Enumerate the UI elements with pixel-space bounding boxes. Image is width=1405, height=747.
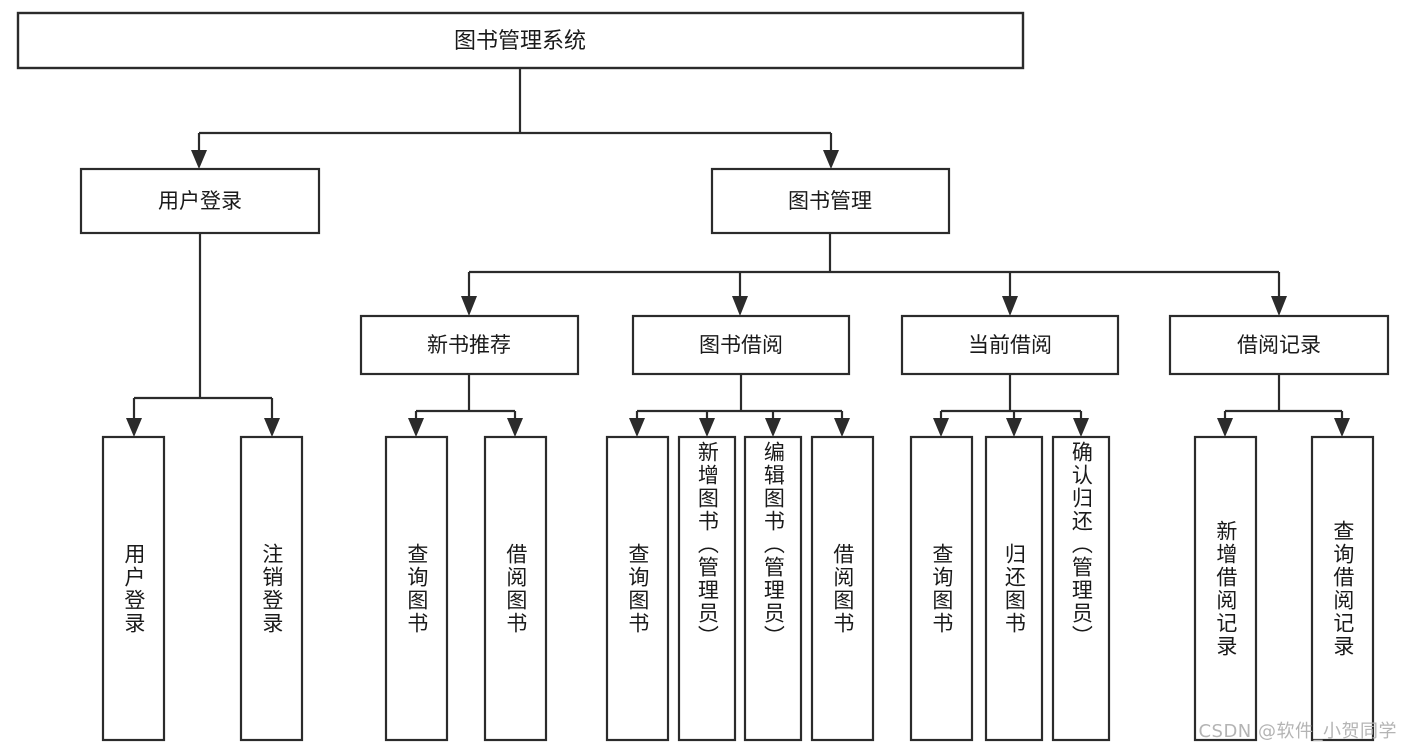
book-manage-box xyxy=(710,167,951,235)
node-new-book-rec[interactable]: 新书推荐 xyxy=(359,314,580,376)
leaf-box-query-book-1[interactable] xyxy=(384,435,449,742)
csdn-watermark: CSDN @软件_小贺同学 xyxy=(1198,721,1397,742)
user-login-label: 用户登录 xyxy=(158,189,242,213)
leaf-box-query-record[interactable] xyxy=(1310,435,1375,742)
leaf-boxes-group xyxy=(101,435,1375,742)
leaf-box-return-book[interactable] xyxy=(984,435,1044,742)
connector-book-manage-to-level3 xyxy=(461,233,1287,316)
leaf-box-user-login[interactable] xyxy=(101,435,166,742)
root-label: 图书管理系统 xyxy=(454,29,586,54)
book-borrow-label: 图书借阅 xyxy=(699,333,783,357)
user-login-box xyxy=(79,167,321,235)
new-book-rec-box xyxy=(359,314,580,376)
borrow-record-label: 借阅记录 xyxy=(1237,333,1321,357)
leaf-box-borrow-book-1[interactable] xyxy=(483,435,548,742)
connector-book-borrow-to-leaves xyxy=(629,374,850,437)
book-manage-label: 图书管理 xyxy=(788,189,872,213)
node-borrow-record[interactable]: 借阅记录 xyxy=(1168,314,1390,376)
node-book-manage[interactable]: 图书管理 xyxy=(710,167,951,235)
leaf-box-confirm-return[interactable] xyxy=(1051,435,1111,742)
node-user-login[interactable]: 用户登录 xyxy=(79,167,321,235)
leaf-box-edit-book[interactable] xyxy=(743,435,803,742)
connector-new-book-rec-to-leaves xyxy=(408,374,523,437)
leaf-box-add-book[interactable] xyxy=(677,435,737,742)
leaf-box-query-book-2[interactable] xyxy=(605,435,670,742)
node-root[interactable]: 图书管理系统 xyxy=(16,11,1025,70)
leaf-box-logout-login[interactable] xyxy=(239,435,304,742)
leaf-box-query-book-3[interactable] xyxy=(909,435,974,742)
connector-root-to-level2 xyxy=(191,68,839,169)
leaf-box-add-record[interactable] xyxy=(1193,435,1258,742)
leaf-box-borrow-book-2[interactable] xyxy=(810,435,875,742)
root-box xyxy=(16,11,1025,70)
current-borrow-label: 当前借阅 xyxy=(968,333,1052,357)
current-borrow-box xyxy=(900,314,1120,376)
connector-current-borrow-to-leaves xyxy=(933,374,1089,437)
node-book-borrow[interactable]: 图书借阅 xyxy=(631,314,851,376)
connector-borrow-record-to-leaves xyxy=(1217,374,1350,437)
node-current-borrow[interactable]: 当前借阅 xyxy=(900,314,1120,376)
connector-user-login-to-leaves xyxy=(126,233,280,437)
new-book-rec-label: 新书推荐 xyxy=(427,333,511,357)
